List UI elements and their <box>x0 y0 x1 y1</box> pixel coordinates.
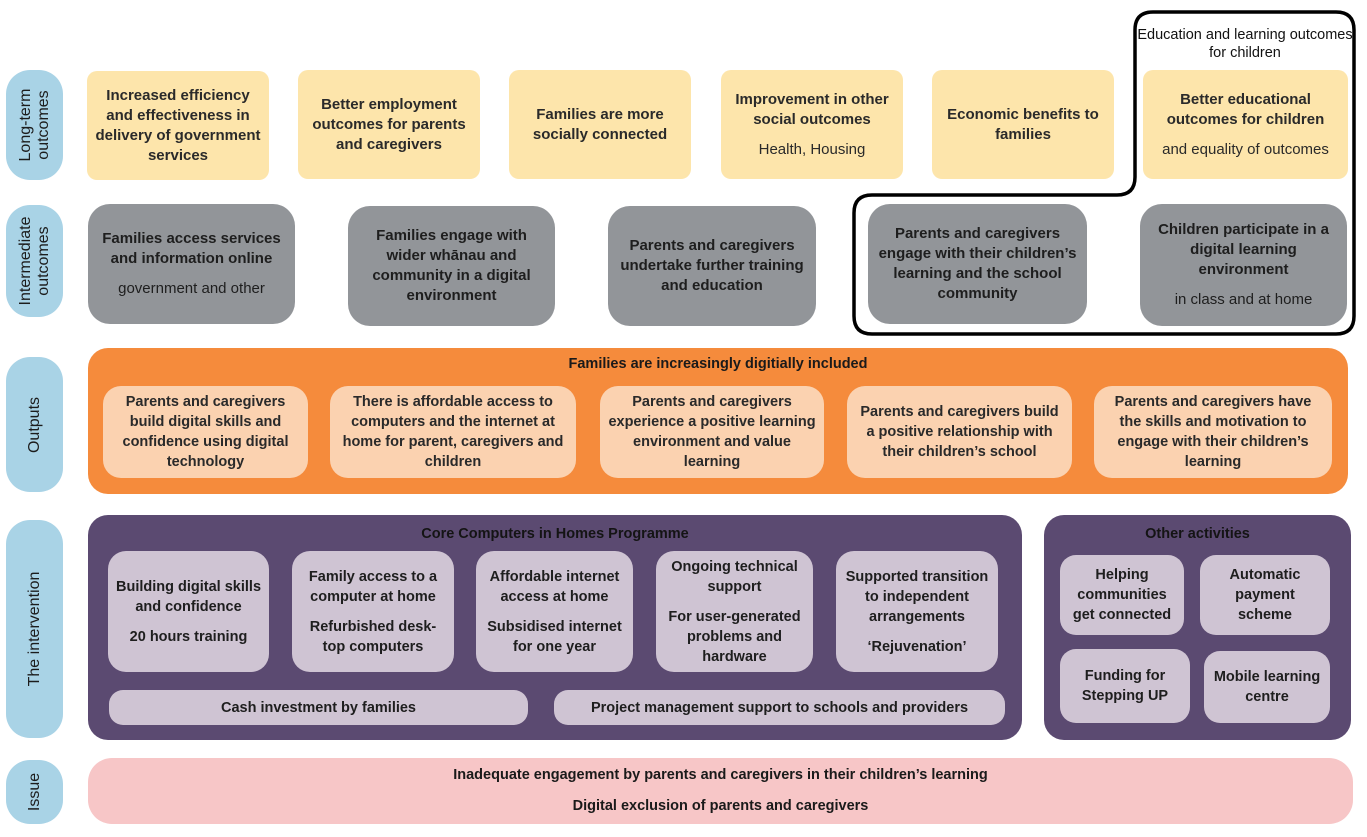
long-term-outcome-title: Increased efficiency and effectiveness i… <box>95 86 261 164</box>
other-activity-box: Mobile learning centre <box>1204 651 1330 723</box>
other-activity-box: Automatic payment scheme <box>1200 555 1330 635</box>
core-programme-header: Core Computers in Homes Programme <box>421 526 689 542</box>
long-term-outcome-box: Improvement in other social outcomes Hea… <box>721 70 903 179</box>
intermediate-outcome-box: Families access services and information… <box>88 204 295 324</box>
output-text: There is affordable access to computers … <box>342 394 564 470</box>
core-activity-title: Supported transition to independent arra… <box>845 568 989 625</box>
output-box: Parents and caregivers build digital ski… <box>103 386 308 478</box>
issue-line-2: Digital exclusion of parents and caregiv… <box>572 798 869 814</box>
issue-line-1: Inadequate engagement by parents and car… <box>453 767 988 783</box>
row-label-outputs: Outputs <box>6 357 63 492</box>
cash-investment-bar: Cash investment by families <box>109 690 528 725</box>
intermediate-outcome-title: Parents and caregivers engage with their… <box>878 225 1077 302</box>
core-activity-subtitle: For user-generated problems and hardware <box>668 608 801 665</box>
long-term-outcome-subtitle: and equality of outcomes <box>1162 140 1329 158</box>
core-activity-box: Affordable internet access at home Subsi… <box>476 551 633 672</box>
long-term-outcome-subtitle: Health, Housing <box>758 140 866 158</box>
core-activity-subtitle: Subsidised internet for one year <box>487 618 622 655</box>
long-term-outcome-title: Families are more socially connected <box>532 105 668 143</box>
intermediate-outcome-subtitle: government and other <box>118 280 265 297</box>
education-group-outline-path <box>852 10 1356 336</box>
intermediate-outcome-title: Parents and caregivers undertake further… <box>620 237 804 294</box>
core-activity-title: Ongoing technical support <box>671 558 798 595</box>
long-term-outcome-title: Better employment outcomes for parents a… <box>312 95 466 153</box>
long-term-outcome-box: Better employment outcomes for parents a… <box>298 70 480 179</box>
core-activity-box: Building digital skills and confidence 2… <box>108 551 269 672</box>
other-activity-box: Funding for Stepping UP <box>1060 649 1190 723</box>
core-activity-box: Family access to a computer at home Refu… <box>292 551 454 672</box>
output-box: Parents and caregivers have the skills a… <box>1094 386 1332 478</box>
intermediate-outcome-box: Families engage with wider whānau and co… <box>348 206 555 326</box>
education-group-label: Education and learning outcomes for chil… <box>1137 27 1353 61</box>
output-box: Parents and caregivers build a positive … <box>847 386 1072 478</box>
other-activity-text: Helping communities get connected <box>1072 567 1172 623</box>
intermediate-outcome-box: Parents and caregivers engage with their… <box>868 204 1087 324</box>
intermediate-outcome-title: Families access services and information… <box>102 230 281 267</box>
core-activity-title: Family access to a computer at home <box>308 568 438 605</box>
output-text: Parents and caregivers have the skills a… <box>1114 394 1312 470</box>
other-activities-header: Other activities <box>1145 526 1250 542</box>
row-label-long-term: Long-term outcomes <box>6 70 63 180</box>
output-text: Parents and caregivers build a positive … <box>860 404 1059 460</box>
other-activity-text: Funding for Stepping UP <box>1081 668 1169 704</box>
output-text: Parents and caregivers build digital ski… <box>122 394 289 470</box>
core-activity-subtitle: Refurbished desk-top computers <box>309 618 437 655</box>
long-term-outcome-box: Families are more socially connected <box>509 70 691 179</box>
intermediate-outcome-box: Parents and caregivers undertake further… <box>608 206 816 326</box>
core-activity-box: Ongoing technical support For user-gener… <box>656 551 813 672</box>
core-activity-title: Building digital skills and confidence <box>116 578 262 615</box>
long-term-outcome-title: Better educational outcomes for children <box>1166 90 1325 128</box>
long-term-outcome-title: Economic benefits to families <box>947 105 1099 143</box>
output-box: There is affordable access to computers … <box>330 386 576 478</box>
core-activity-subtitle: ‘Rejuvenation’ <box>867 638 967 655</box>
project-management-bar: Project management support to schools an… <box>554 690 1005 725</box>
intermediate-outcome-title: Children participate in a digital learni… <box>1158 221 1329 278</box>
core-activity-subtitle: 20 hours training <box>129 628 248 645</box>
intermediate-outcome-subtitle: in class and at home <box>1174 291 1313 308</box>
outputs-header: Families are increasingly digitially inc… <box>568 356 868 372</box>
issue-panel <box>88 758 1353 824</box>
long-term-outcome-box: Economic benefits to families <box>932 70 1114 179</box>
row-label-intervention: The intervention <box>6 520 63 738</box>
row-label-issue: Issue <box>6 760 63 824</box>
other-activity-text: Mobile learning centre <box>1213 669 1321 705</box>
long-term-outcome-title: Improvement in other social outcomes <box>735 90 889 128</box>
other-activity-box: Helping communities get connected <box>1060 555 1184 635</box>
row-label-intermediate: Intermediate outcomes <box>6 205 63 317</box>
long-term-outcome-box: Increased efficiency and effectiveness i… <box>87 71 269 180</box>
intermediate-outcome-box: Children participate in a digital learni… <box>1140 204 1347 326</box>
core-activity-box: Supported transition to independent arra… <box>836 551 998 672</box>
output-text: Parents and caregivers experience a posi… <box>608 394 816 470</box>
long-term-outcome-box: Better educational outcomes for children… <box>1143 70 1348 179</box>
intermediate-outcome-title: Families engage with wider whānau and co… <box>372 227 531 304</box>
output-box: Parents and caregivers experience a posi… <box>600 386 824 478</box>
other-activity-text: Automatic payment scheme <box>1229 567 1301 623</box>
core-activity-title: Affordable internet access at home <box>489 568 620 605</box>
